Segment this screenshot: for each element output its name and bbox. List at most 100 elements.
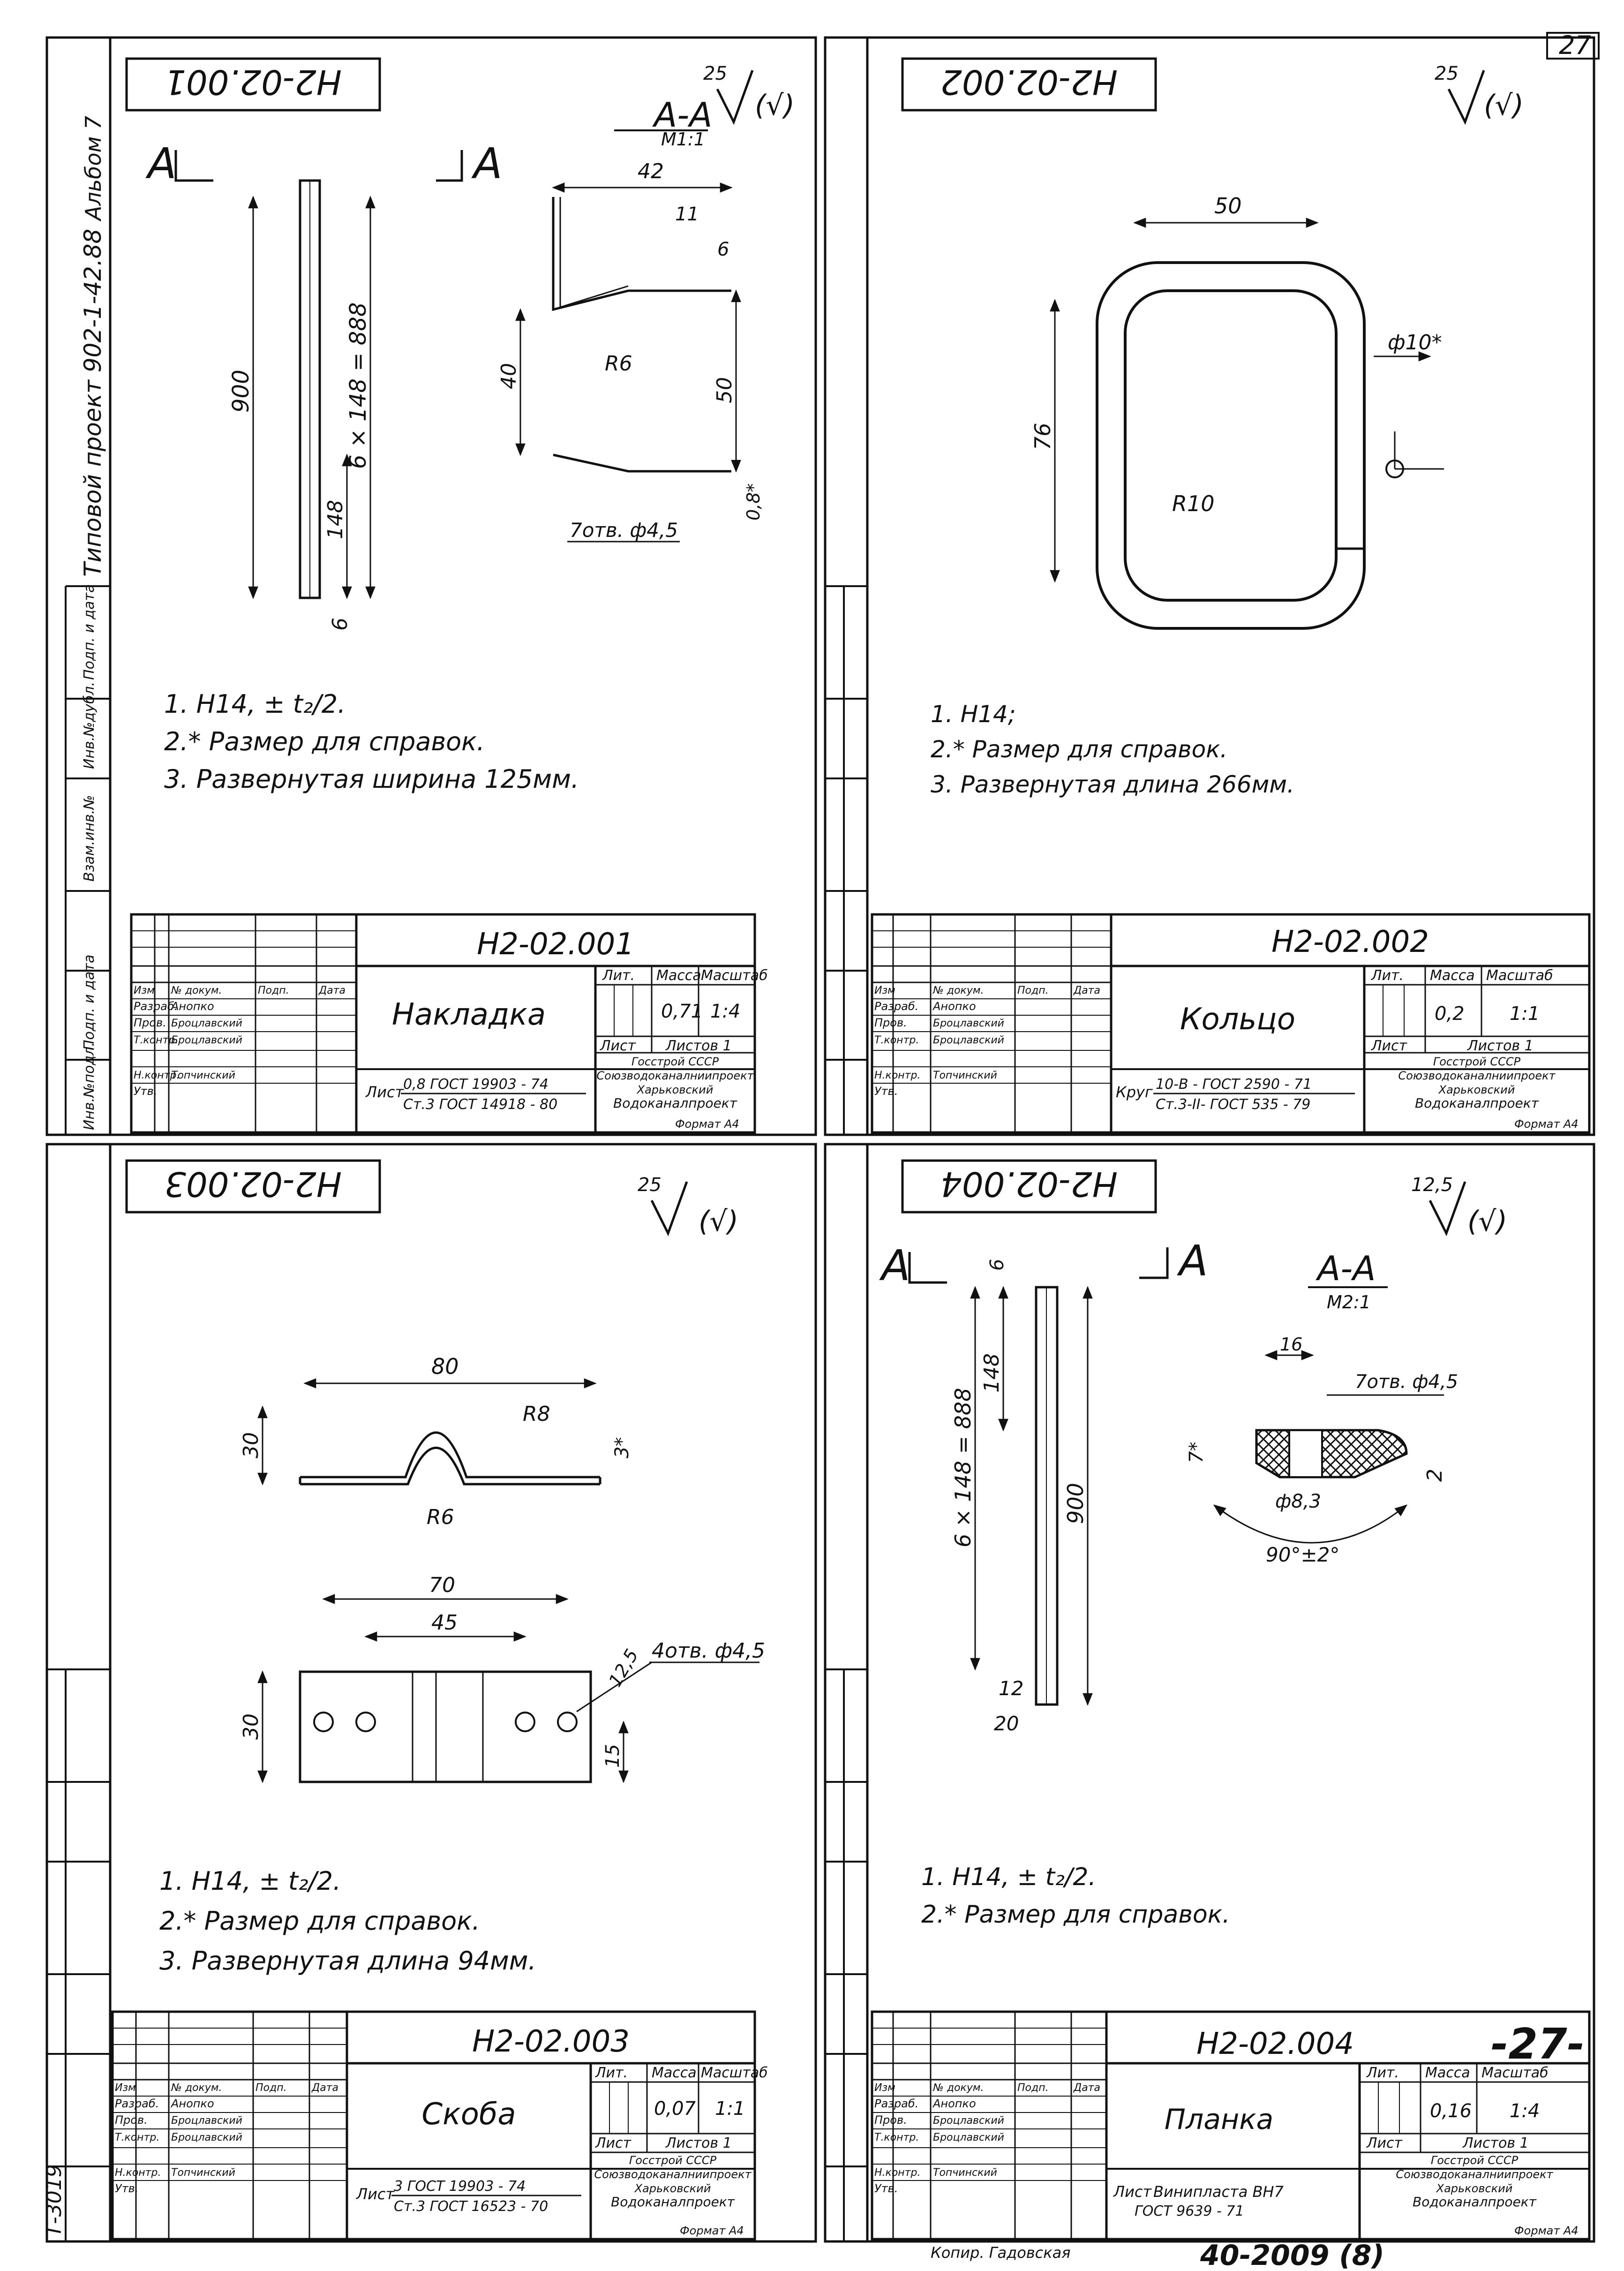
plank-section-004 xyxy=(1255,1429,1408,1479)
note-2-002: 2.* Размер для справок. xyxy=(931,736,1227,763)
name-4-002: Топчинский xyxy=(933,1070,997,1081)
role-tkontr-002: Т.контр. xyxy=(874,1034,919,1046)
dim-height-003: 30 xyxy=(239,1432,263,1458)
role-utv-004: Утв. xyxy=(874,2182,898,2195)
dim-diameter-004: ф8,3 xyxy=(1275,1491,1321,1512)
hdr-doc-002: № докум. xyxy=(932,985,984,996)
title-name-001: Накладка xyxy=(392,997,546,1032)
title-mat-top-003: 3 ГОСТ 19903 - 74 xyxy=(394,2178,526,2195)
top-code-001: Н2-02.001 xyxy=(165,62,342,102)
title-sheets-002: Листов 1 xyxy=(1467,1038,1534,1054)
title-sheets-003: Листов 1 xyxy=(665,2135,732,2151)
note-1-001: 1. Н14, ± t₂/2. xyxy=(164,689,346,719)
side-label-podp: Подп. и дата xyxy=(81,584,98,680)
title-lit-001: Лит. xyxy=(602,967,635,984)
section-scale-004: М2:1 xyxy=(1327,1292,1371,1313)
title-mat-bottom-001: Ст.3 ГОСТ 14918 - 80 xyxy=(403,1096,557,1113)
bracket-profile xyxy=(299,1431,601,1486)
title-sheet-004: Лист xyxy=(1366,2135,1403,2151)
title-name-002: Кольцо xyxy=(1180,1002,1295,1037)
title-mass-label-004: Масса xyxy=(1425,2065,1470,2081)
title-mat-bottom-003: Ст.3 ГОСТ 16523 - 70 xyxy=(394,2198,548,2215)
archive-code: 40-2009 (8) xyxy=(1200,2239,1384,2271)
dim-width-002: 50 xyxy=(1214,193,1242,219)
name-2-001: Броцлавский xyxy=(171,1018,242,1029)
view-mark-left-004: А xyxy=(879,1241,910,1290)
profile-section-001 xyxy=(552,197,731,473)
title-org4-003: Водоканалпроект xyxy=(611,2194,735,2210)
side-label-album: Альбом 7 xyxy=(81,116,106,222)
dim-radius-002: R10 xyxy=(1172,491,1215,516)
top-code-004: Н2-02.004 xyxy=(940,1164,1118,1204)
hdr-doc-001: № докум. xyxy=(171,985,222,996)
side-label-vzam: Взам.инв.№ xyxy=(81,795,98,882)
role-prov-003: Пров. xyxy=(115,2113,148,2127)
title-mat-prefix-001: Лист xyxy=(365,1083,404,1101)
title-block-001: Н2-02.001 Накладка Лит. Масса Масштаб 0,… xyxy=(130,913,768,1134)
name-3-004: Броцлавский xyxy=(933,2132,1004,2143)
role-razrab-002: Разраб. xyxy=(874,1000,918,1013)
hdr-izm-004: Изм xyxy=(874,2082,895,2094)
role-utv-003: Утв. xyxy=(115,2182,138,2195)
note-1-002: 1. Н14; xyxy=(931,701,1016,728)
roughness-paren-004: (√) xyxy=(1467,1205,1507,1238)
roughness-icon xyxy=(716,70,754,125)
title-org4-002: Водоканалпроект xyxy=(1415,1095,1539,1111)
hdr-izm-003: Изм xyxy=(115,2082,136,2094)
hdr-date-003: Дата xyxy=(311,2082,338,2094)
name-1-003: Анопко xyxy=(170,2097,214,2110)
title-mat-bottom-002: Ст.3-II- ГОСТ 535 - 79 xyxy=(1156,1096,1310,1113)
name-3-003: Броцлавский xyxy=(171,2132,242,2143)
view-mark-left-001: А xyxy=(145,139,177,189)
role-tkontr-003: Т.контр. xyxy=(115,2132,159,2143)
title-sheets-004: Листов 1 xyxy=(1462,2135,1529,2151)
title-scale-label-004: Масштаб xyxy=(1481,2065,1549,2081)
title-sheet-002: Лист xyxy=(1371,1038,1408,1054)
hole-icon xyxy=(313,1712,334,1732)
note-1-004: 1. Н14, ± t₂/2. xyxy=(921,1863,1096,1891)
name-1-002: Анопко xyxy=(932,1000,976,1013)
note-2-003: 2.* Размер для справок. xyxy=(159,1906,480,1936)
title-mat-top-001: 0,8 ГОСТ 19903 - 74 xyxy=(403,1076,549,1093)
side-label-inv: Инв.№подл. xyxy=(81,1042,98,1130)
title-org4-004: Водоканалпроект xyxy=(1413,2194,1537,2210)
dim-holes-003: 4отв. ф4,5 xyxy=(652,1639,765,1663)
dim-hole-span-003: 70 xyxy=(429,1573,455,1597)
name-4-003: Топчинский xyxy=(171,2167,235,2179)
name-2-002: Броцлавский xyxy=(933,1018,1004,1029)
title-scale-004: 1:4 xyxy=(1510,2100,1540,2122)
dim-thickness-001: 0,8* xyxy=(743,483,764,521)
title-code-003: Н2-02.003 xyxy=(472,2024,630,2059)
dim-radius-top-003: R8 xyxy=(523,1402,550,1426)
title-org3-001: Харьковский xyxy=(636,1083,714,1096)
side-label-podp2: Подп. и дата xyxy=(81,955,98,1050)
side-label-dubl: Инв.№дубл. xyxy=(81,682,98,769)
title-org2-002: Союзводоканалниипроект xyxy=(1398,1069,1556,1082)
title-org1-001: Госстрой СССР xyxy=(632,1055,719,1068)
dim-side-001: 40 xyxy=(497,363,521,389)
hdr-izm-002: Изм xyxy=(874,985,895,996)
title-mat-prefix-004: Лист xyxy=(1113,2183,1152,2201)
title-mass-label-002: Масса xyxy=(1430,967,1475,984)
title-org3-004: Харьковский xyxy=(1436,2182,1513,2195)
role-razrab-004: Разраб. xyxy=(874,2097,918,2110)
view-mark-right-001: А xyxy=(471,139,503,189)
role-nkontr-002: Н.контр. xyxy=(874,1070,920,1081)
title-mass-002: 0,2 xyxy=(1435,1003,1465,1025)
dim-holes-001: 7отв. ф4,5 xyxy=(570,519,678,542)
title-sheet-003: Лист xyxy=(595,2135,632,2151)
format-003: Формат А4 xyxy=(680,2224,744,2237)
title-mass-label-001: Масса xyxy=(656,967,701,984)
title-block-004: Н2-02.004 -27- Планка Лит. Масса Масштаб… xyxy=(871,2010,1591,2241)
hdr-date-001: Дата xyxy=(318,985,346,996)
hdr-podp-004: Подп. xyxy=(1017,2082,1049,2094)
sheet-h2-02-002: Н2-02.002 25 (√) 50 76 R10 ф10* 1. Н14; … xyxy=(824,36,1595,1136)
hdr-date-002: Дата xyxy=(1073,985,1100,996)
hdr-doc-003: № докум. xyxy=(171,2082,222,2094)
name-1-001: Анопко xyxy=(170,1000,214,1013)
dim-angle-004: 90°±2° xyxy=(1266,1543,1339,1566)
hole-icon xyxy=(557,1712,578,1732)
roughness-icon-004 xyxy=(1429,1181,1466,1237)
title-mat-top-002: 10-В - ГОСТ 2590 - 71 xyxy=(1156,1076,1312,1093)
title-org2-004: Союзводоканалниипроект xyxy=(1396,2168,1553,2181)
